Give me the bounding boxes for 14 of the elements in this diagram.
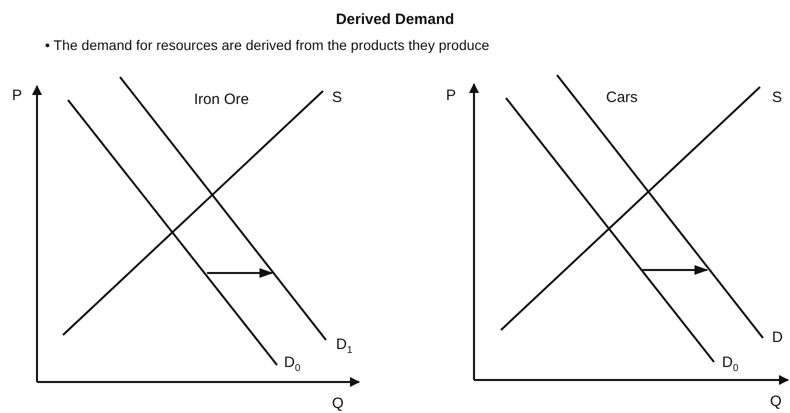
axis-label: Q	[332, 396, 344, 411]
curve-label: D$_{1}$	[336, 337, 352, 356]
axis-label: P	[12, 88, 22, 103]
title: Derived Demand	[334, 11, 456, 28]
axis-label: Q	[770, 394, 782, 409]
curve-label: S	[332, 90, 342, 105]
curve-label: D	[772, 330, 783, 345]
bullet-text: • The demand for resources are derived from the products they produce	[45, 38, 490, 52]
curve-label: S	[772, 90, 782, 105]
curve-label: D$_{0}$	[722, 355, 738, 374]
curve-label: D$_{0}$	[284, 355, 300, 374]
axis-label: P	[446, 88, 456, 103]
chart-label: Iron Ore	[194, 92, 250, 107]
chart-label: Cars	[606, 90, 638, 105]
